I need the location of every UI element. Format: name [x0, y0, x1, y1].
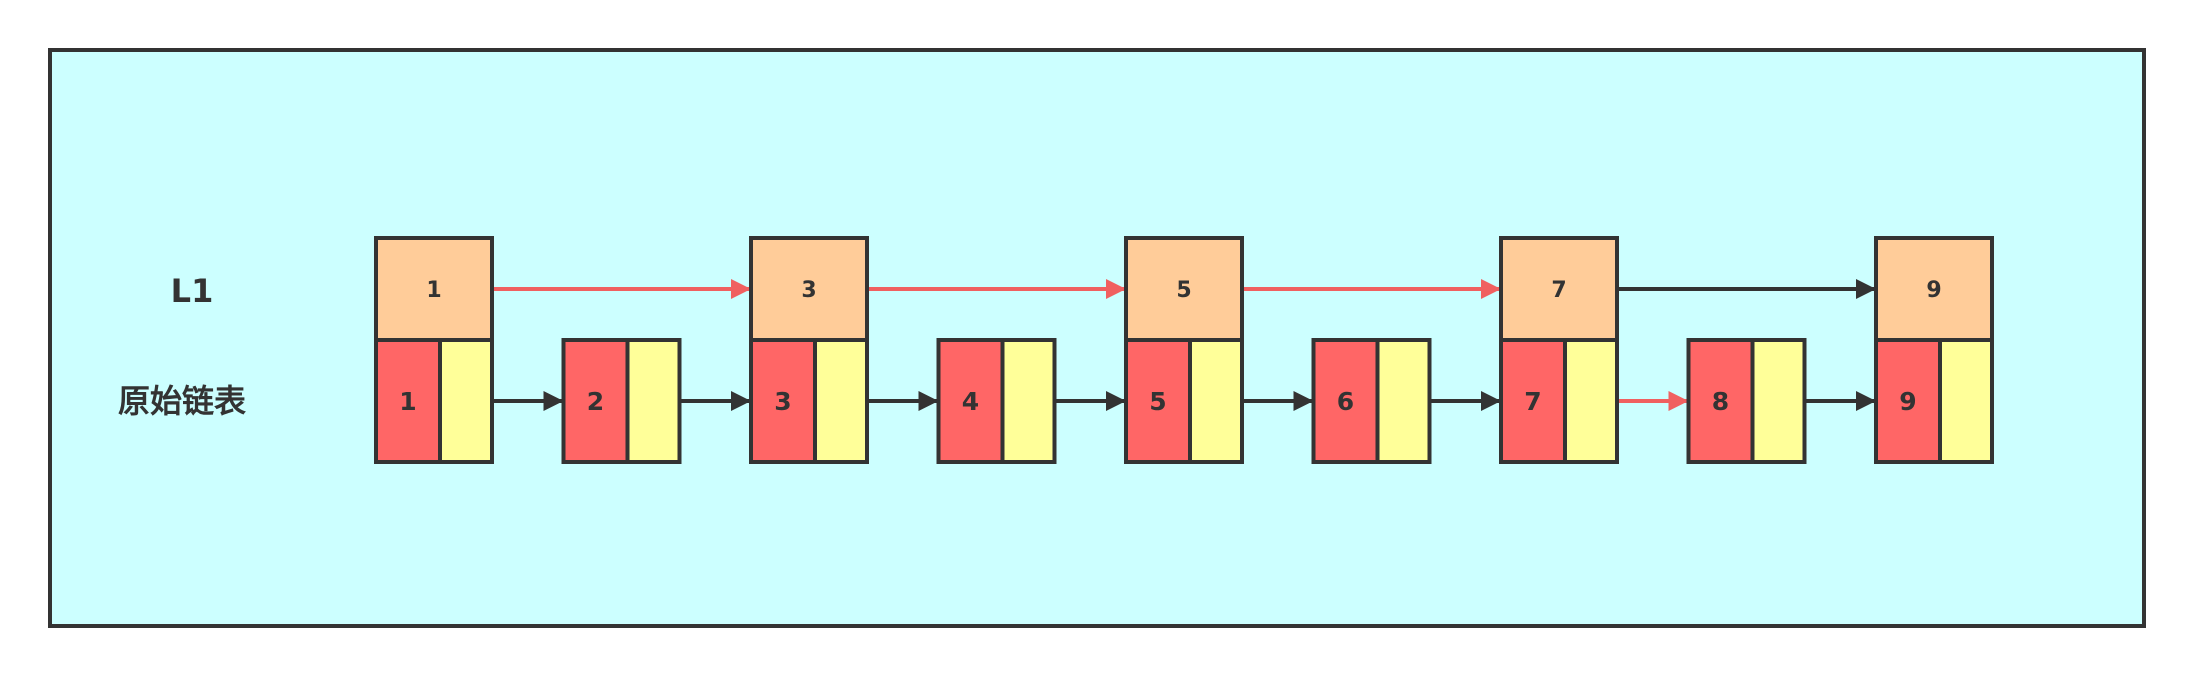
index-node-box: [1874, 236, 1994, 342]
index-node-box: [374, 236, 494, 342]
base-node-value: 6: [1337, 387, 1354, 416]
base-node-value: 5: [1149, 387, 1166, 416]
base-node-value: 2: [587, 387, 604, 416]
index-node-value: 5: [1176, 278, 1191, 303]
pointer-cell: [813, 338, 869, 464]
value-cell: [1124, 338, 1192, 464]
index-node-1: 1: [374, 236, 494, 342]
pointer-cell: [1750, 338, 1807, 464]
index-node-box: [1124, 236, 1244, 342]
index-list-row: 1 3 5 7 9: [374, 236, 1994, 342]
value-cell: [936, 338, 1005, 464]
value-cell: [374, 338, 442, 464]
base-node-6: 6: [1311, 338, 1432, 464]
value-cell: [1499, 338, 1567, 464]
base-node-4: 4: [936, 338, 1057, 464]
diagram-panel: [48, 48, 2146, 628]
index-node-box: [749, 236, 869, 342]
pointer-cell: [1563, 338, 1619, 464]
pointer-cell: [1000, 338, 1057, 464]
index-node-value: 3: [801, 278, 816, 303]
base-node-value: 8: [1712, 387, 1729, 416]
base-node-9: 9: [1874, 338, 1994, 464]
base-list-row: 1 2 3 4 5 6 7 8 9: [374, 338, 1994, 464]
base-node-7: 7: [1499, 338, 1619, 464]
base-node-value: 9: [1899, 387, 1916, 416]
index-node-3: 3: [749, 236, 869, 342]
index-node-5: 5: [1124, 236, 1244, 342]
index-level-label: L1: [171, 272, 214, 310]
pointer-cell: [1188, 338, 1244, 464]
pointer-cell: [625, 338, 682, 464]
value-cell: [561, 338, 630, 464]
base-node-5: 5: [1124, 338, 1244, 464]
base-node-value: 7: [1524, 387, 1541, 416]
base-node-value: 4: [962, 387, 979, 416]
index-node-7: 7: [1499, 236, 1619, 342]
base-level-label: 原始链表: [118, 382, 246, 420]
base-node-8: 8: [1686, 338, 1807, 464]
index-node-value: 9: [1926, 278, 1941, 303]
index-node-value: 7: [1551, 278, 1566, 303]
index-node-box: [1499, 236, 1619, 342]
base-node-1: 1: [374, 338, 494, 464]
links-layer: [492, 279, 1876, 411]
index-node-value: 1: [426, 278, 441, 303]
index-node-9: 9: [1874, 236, 1994, 342]
base-node-2: 2: [561, 338, 682, 464]
base-node-3: 3: [749, 338, 869, 464]
pointer-cell: [1938, 338, 1994, 464]
pointer-cell: [1375, 338, 1432, 464]
pointer-cell: [438, 338, 494, 464]
base-node-value: 3: [774, 387, 791, 416]
base-node-value: 1: [399, 387, 416, 416]
